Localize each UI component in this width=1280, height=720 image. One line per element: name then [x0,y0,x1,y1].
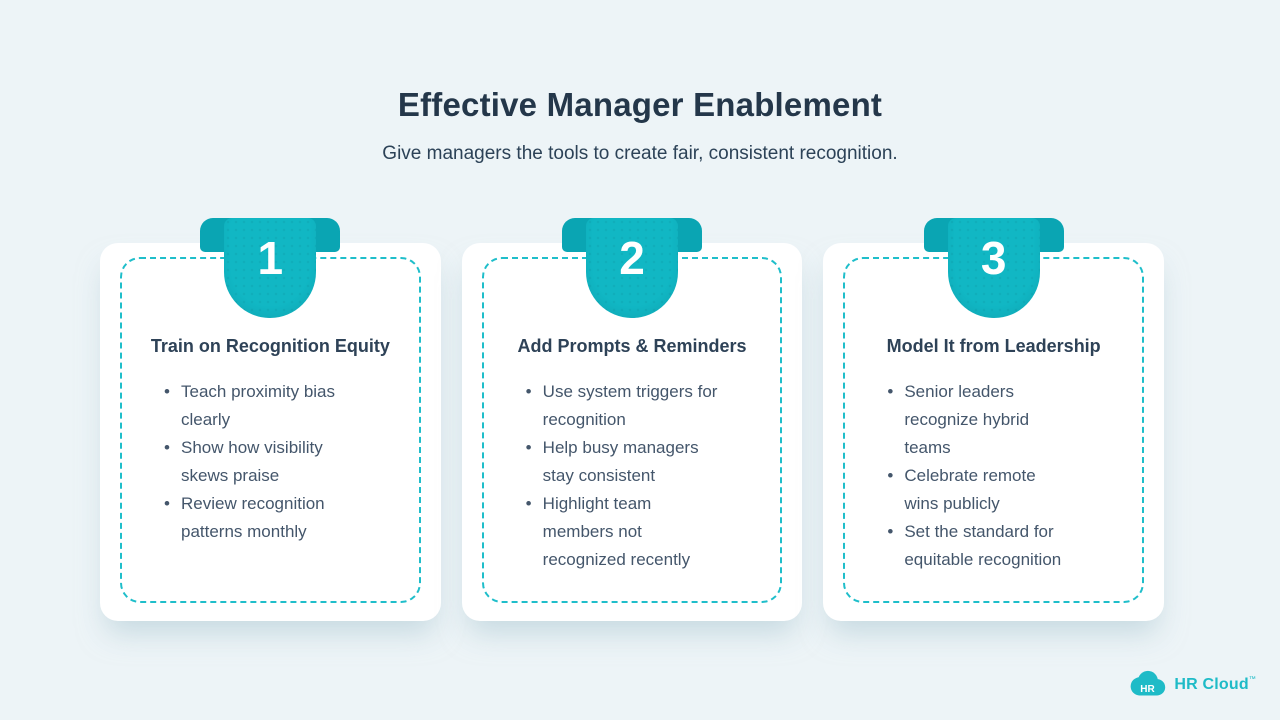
hr-cloud-icon: HR [1127,670,1167,700]
card-title: Model It from Leadership [886,336,1101,356]
ribbon-body [224,218,317,318]
card-add-prompts-reminders: 2 Add Prompts & Reminders Use system tri… [461,218,803,621]
step-number: 1 [257,232,284,284]
cards-row: 1 Train on Recognition Equity Teach prox… [100,218,1165,621]
ribbon-badge: 1 [200,218,341,318]
bullet-item: Teach proximity bias clearly [164,378,365,434]
hr-cloud-logo: HR HR Cloud™ [1127,670,1256,700]
brand-name: HR Cloud™ [1174,676,1256,693]
bullet-item: Celebrate remote wins publicly [887,462,1071,518]
trademark-symbol: ™ [1248,676,1256,683]
ribbon-badge: 3 [923,218,1064,318]
card-title: Add Prompts & Reminders [517,336,747,356]
bullet-list: Teach proximity bias clearlyShow how vis… [164,378,365,546]
bullet-item: Use system triggers for recognition [526,378,723,434]
card-title: Train on Recognition Equity [150,336,390,356]
bullet-list: Use system triggers for recognitionHelp … [526,378,723,574]
bullet-item: Set the standard for equitable recogniti… [887,518,1071,574]
svg-text:HR: HR [1141,684,1156,695]
step-number: 2 [619,232,645,284]
page-title: Effective Manager Enablement [397,86,883,123]
bullet-item: Show how visibility skews praise [164,434,365,490]
card-train-on-recognition-equity: 1 Train on Recognition Equity Teach prox… [100,218,441,621]
ribbon-badge: 2 [562,218,702,318]
step-number: 3 [980,232,1007,284]
ribbon-body [947,218,1040,318]
bullet-item: Highlight team members not recognized re… [526,490,723,574]
bullet-item: Senior leaders recognize hybrid teams [887,378,1071,462]
page-subtitle: Give managers the tools to create fair, … [382,143,898,164]
bullet-item: Review recognition patterns monthly [164,490,365,546]
bullet-item: Help busy managers stay consistent [526,434,723,490]
card-model-it-from-leadership: 3 Model It from Leadership Senior leader… [823,218,1165,621]
bullet-list: Senior leaders recognize hybrid teamsCel… [887,378,1071,574]
ribbon-body [586,218,678,318]
